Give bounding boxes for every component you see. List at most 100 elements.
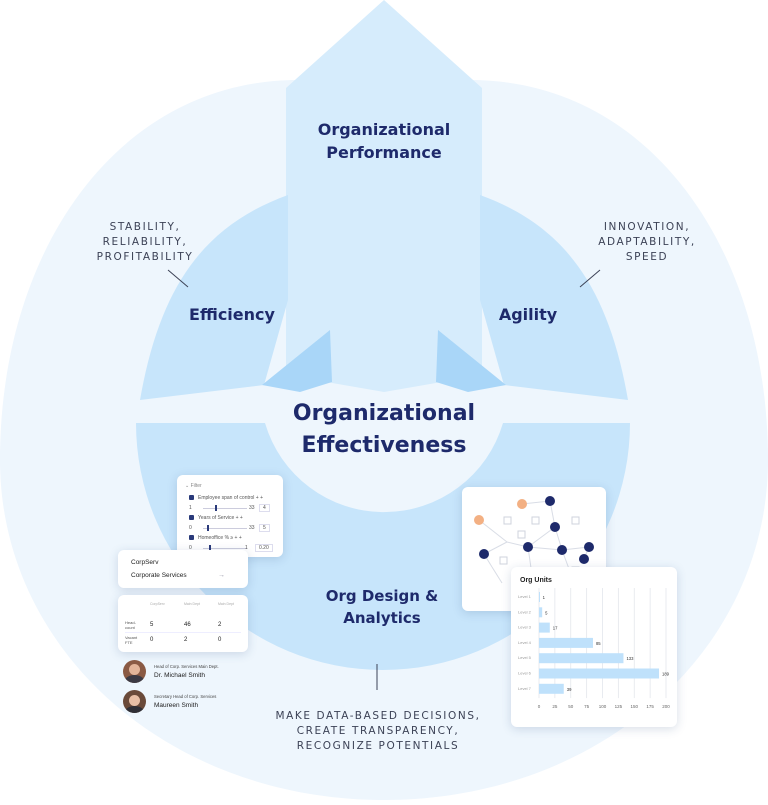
bar bbox=[539, 683, 564, 694]
filter-item: Homeoffice % ≥ + + 0 1 0.20 bbox=[189, 535, 277, 552]
slider-max: 33 bbox=[249, 505, 255, 511]
table-cell: 2 bbox=[218, 622, 222, 628]
left-caption: STABILITY, RELIABILITY, PROFITABILITY bbox=[70, 220, 220, 265]
graph-node bbox=[557, 545, 567, 555]
right-inner-wedge bbox=[436, 330, 506, 392]
slider-value[interactable]: 5 bbox=[259, 524, 270, 532]
top-segment-label: Organizational Performance bbox=[317, 120, 451, 162]
person-row[interactable]: Secretary Head of Corp. Services Maureen… bbox=[123, 690, 273, 714]
category-label: Level 1 bbox=[518, 594, 532, 599]
left-caption-line: PROFITABILITY bbox=[96, 251, 194, 263]
graph-node bbox=[579, 554, 589, 564]
data-label: 39 bbox=[567, 687, 572, 692]
range-slider[interactable]: 0 1 0.20 bbox=[189, 544, 277, 552]
avatar bbox=[123, 660, 146, 683]
graph-node bbox=[474, 515, 484, 525]
right-connector bbox=[579, 269, 601, 288]
bar bbox=[539, 592, 540, 602]
slider-min: 0 bbox=[189, 545, 192, 551]
bar bbox=[539, 607, 543, 618]
table-cell: 0 bbox=[218, 637, 222, 643]
x-tick-label: 75 bbox=[584, 704, 590, 709]
org-unit-name: Corporate Services bbox=[131, 572, 187, 579]
left-inner-wedge bbox=[262, 330, 332, 392]
range-slider[interactable]: 1 33 4 bbox=[189, 504, 277, 512]
data-label: 189 bbox=[662, 672, 670, 677]
top-segment bbox=[286, 0, 482, 392]
x-tick-label: 125 bbox=[615, 704, 623, 709]
slider-value[interactable]: 4 bbox=[259, 504, 270, 512]
data-label: 5 bbox=[545, 610, 548, 615]
avatar bbox=[123, 690, 146, 713]
person-row[interactable]: Head of Corp. Services Main Dept. Dr. Mi… bbox=[123, 660, 273, 684]
category-label: Level 4 bbox=[518, 640, 532, 645]
slider-handle[interactable] bbox=[207, 525, 209, 531]
bottom-segment-label: Org Design & Analytics bbox=[325, 587, 439, 627]
right-caption-line: INNOVATION, bbox=[603, 221, 691, 233]
right-segment bbox=[480, 195, 628, 400]
left-segment bbox=[140, 195, 288, 400]
table-cell: 5 bbox=[150, 622, 154, 628]
data-label: 17 bbox=[553, 626, 558, 631]
range-slider[interactable]: 0 33 5 bbox=[189, 524, 277, 532]
bottom-caption: MAKE DATA-BASED DECISIONS, CREATE TRANSP… bbox=[268, 709, 488, 754]
bar bbox=[539, 668, 660, 679]
checkbox-icon[interactable] bbox=[189, 535, 194, 541]
filter-item-label: Homeoffice % ≥ + + bbox=[198, 535, 242, 541]
arrow-right-icon[interactable]: → bbox=[218, 572, 225, 579]
graph-node bbox=[584, 542, 594, 552]
x-tick-label: 50 bbox=[568, 704, 574, 709]
person-name: Maureen Smith bbox=[154, 702, 199, 709]
category-label: Level 5 bbox=[518, 655, 532, 660]
graph-node bbox=[523, 542, 533, 552]
filter-item: Employee span of control + + 1 33 4 bbox=[189, 495, 277, 512]
filter-card: ⌄ Filter Employee span of control + + 1 … bbox=[177, 475, 283, 557]
row-label: Vacant FTE bbox=[125, 635, 138, 645]
graph-node bbox=[550, 522, 560, 532]
category-label: Level 6 bbox=[518, 671, 532, 676]
right-caption-line: SPEED bbox=[625, 251, 669, 263]
data-label: 85 bbox=[596, 641, 601, 646]
slider-handle[interactable] bbox=[209, 545, 211, 551]
filter-item: Years of Service + + 0 33 5 bbox=[189, 515, 277, 532]
chevron-down-icon: ⌄ bbox=[185, 483, 190, 489]
chart-title: Org Units bbox=[520, 577, 552, 584]
bottom-caption-line: CREATE TRANSPARENCY, bbox=[296, 725, 460, 737]
corpserv-card[interactable]: CorpServ Corporate Services → bbox=[118, 550, 248, 588]
category-label: Level 3 bbox=[518, 625, 532, 630]
graph-node bbox=[545, 496, 555, 506]
left-segment-label: Efficiency bbox=[189, 305, 275, 324]
filter-header: ⌄ Filter bbox=[185, 483, 202, 489]
data-label: 1 bbox=[543, 595, 546, 600]
left-caption-line: RELIABILITY, bbox=[102, 236, 188, 248]
column-header: Main Dept bbox=[218, 602, 234, 606]
x-tick-label: 200 bbox=[662, 704, 670, 709]
center-label: Organizational Effectiveness bbox=[292, 401, 476, 458]
slider-min: 0 bbox=[189, 525, 192, 531]
graph-node bbox=[479, 549, 489, 559]
table-cell: 2 bbox=[184, 637, 188, 643]
column-header: Main Dept bbox=[184, 602, 200, 606]
slider-max: 1 bbox=[245, 545, 248, 551]
slider-value[interactable]: 0.20 bbox=[255, 544, 273, 552]
data-label: 133 bbox=[626, 656, 634, 661]
bar bbox=[539, 653, 624, 664]
checkbox-icon[interactable] bbox=[189, 515, 194, 521]
person-name: Dr. Michael Smith bbox=[154, 672, 205, 679]
slider-handle[interactable] bbox=[215, 505, 217, 511]
checkbox-icon[interactable] bbox=[189, 495, 194, 501]
filter-item-label: Employee span of control + + bbox=[198, 495, 264, 501]
x-tick-label: 0 bbox=[538, 704, 541, 709]
slider-min: 1 bbox=[189, 505, 192, 511]
filter-header-label: Filter bbox=[190, 483, 202, 489]
org-unit-code: CorpServ bbox=[131, 559, 159, 566]
person-role: Secretary Head of Corp. Services bbox=[154, 694, 217, 699]
right-caption: INNOVATION, ADAPTABILITY, SPEED bbox=[572, 220, 722, 265]
bottom-caption-line: RECOGNIZE POTENTIALS bbox=[296, 740, 460, 752]
right-caption-line: ADAPTABILITY, bbox=[598, 236, 696, 248]
x-tick-label: 100 bbox=[599, 704, 607, 709]
stats-card: CorpServ Main Dept Main Dept Head-count … bbox=[118, 595, 248, 652]
category-label: Level 7 bbox=[518, 686, 532, 691]
